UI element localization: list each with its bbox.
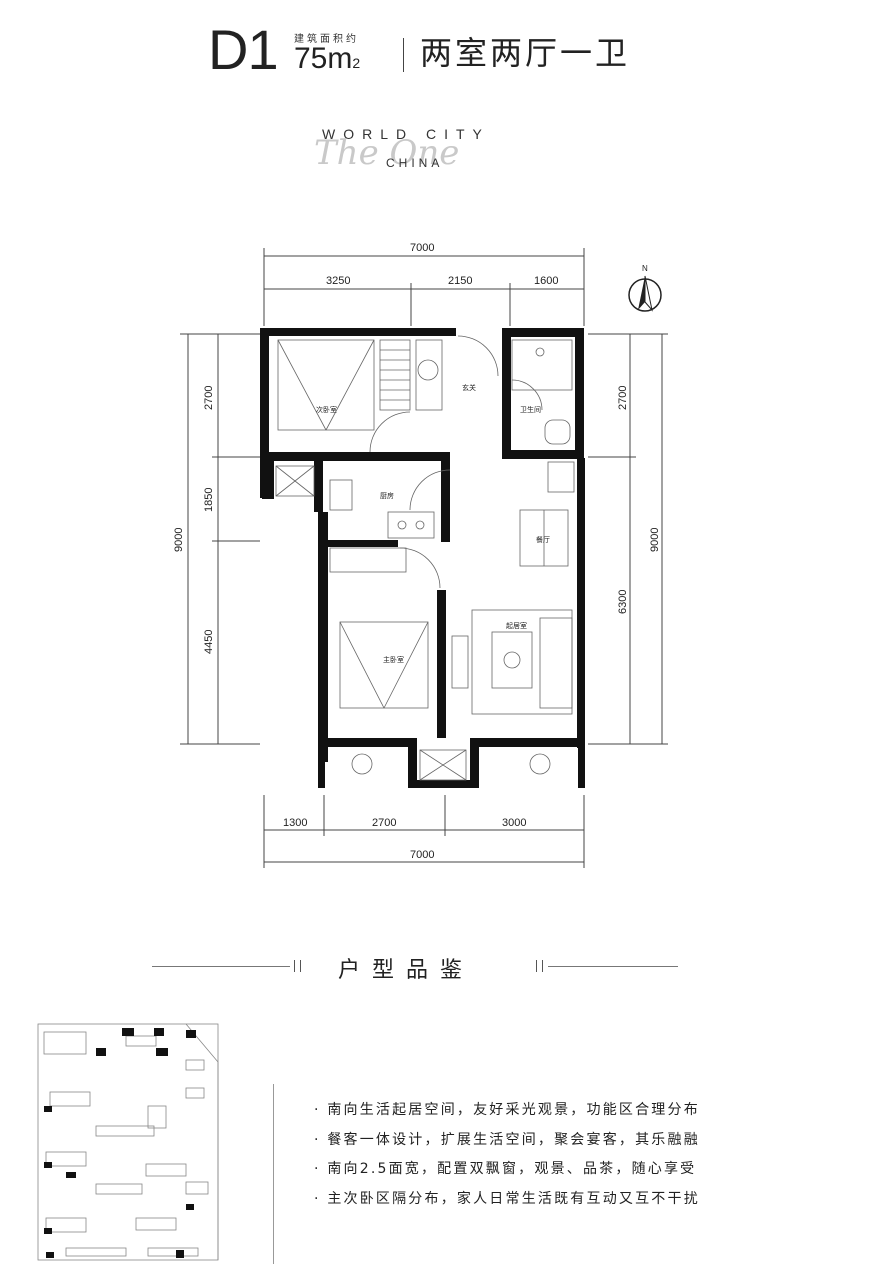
- room-dining: 餐厅: [536, 535, 550, 544]
- dim-left-seg-2: 1850: [203, 488, 215, 512]
- layout-name: 两室两厅一卫: [420, 34, 631, 72]
- room-kitchen: 厨房: [380, 491, 394, 500]
- floor-plan: 7000 3250 2150 1600 1300 2700 3000 7000 …: [173, 242, 668, 868]
- furniture: [275, 335, 575, 781]
- section-tick-left: [294, 960, 295, 972]
- section-tick-right: [536, 960, 537, 972]
- brand-script-logo: The One: [314, 133, 459, 172]
- north-arrow-icon: N: [628, 264, 662, 312]
- feature-item: 主次卧区隔分布，家人日常生活既有互动又互不干扰: [314, 1185, 700, 1215]
- feature-item: 南向生活起居空间，友好采光观景，功能区合理分布: [314, 1096, 700, 1126]
- right-dimensions: [588, 333, 668, 745]
- dim-top-seg-1: 3250: [326, 275, 350, 287]
- walls: [260, 328, 585, 788]
- dim-right-seg-2: 6300: [617, 590, 629, 614]
- section-title: 户型品鉴: [338, 958, 475, 983]
- dim-right-seg-1: 2700: [617, 386, 629, 410]
- section-rule-left: [152, 966, 290, 967]
- bottom-dimensions: [263, 795, 585, 868]
- room-living: 起居室: [506, 621, 527, 630]
- features-rule: [273, 1084, 274, 1264]
- room-entrance: 玄关: [462, 383, 476, 392]
- dim-left-seg-3: 4450: [203, 630, 215, 654]
- area-unit-superscript: 2: [352, 55, 361, 71]
- area-number: 75m: [294, 42, 353, 75]
- area-value: 75m2: [294, 42, 360, 76]
- dim-bottom-seg-2: 2700: [372, 817, 396, 829]
- dim-right-total: 9000: [649, 528, 661, 552]
- room-secondary-bedroom: 次卧室: [316, 405, 337, 414]
- room-master-bedroom: 主卧室: [383, 655, 404, 664]
- room-bathroom: 卫生间: [520, 405, 541, 414]
- dim-left-seg-1: 2700: [203, 386, 215, 410]
- site-plan-map: [37, 1023, 219, 1261]
- dim-bottom-seg-1: 1300: [283, 817, 307, 829]
- brand-line2: CHINA: [386, 156, 444, 170]
- brand-line1: WORLD CITY: [322, 126, 490, 142]
- section-rule-right: [548, 966, 678, 967]
- left-dimensions: [180, 333, 260, 745]
- dim-left-total: 9000: [173, 528, 185, 552]
- section-tick-left-2: [300, 960, 301, 972]
- north-label: N: [642, 264, 648, 273]
- title-divider: [403, 38, 404, 72]
- dim-top-total: 7000: [410, 242, 434, 254]
- brand-script-text: The One: [314, 133, 459, 172]
- dim-top-seg-3: 1600: [534, 275, 558, 287]
- dim-bottom-total: 7000: [410, 849, 434, 861]
- area-label: 建筑面积约: [294, 34, 359, 45]
- unit-code: D1: [208, 18, 279, 81]
- feature-list: 南向生活起居空间，友好采光观景，功能区合理分布 餐客一体设计，扩展生活空间，聚会…: [314, 1096, 700, 1214]
- feature-item: 南向2.5面宽，配置双飘窗，观景、品茶，随心享受: [314, 1155, 700, 1185]
- dim-bottom-seg-3: 3000: [502, 817, 526, 829]
- section-tick-right-2: [542, 960, 543, 972]
- feature-item: 餐客一体设计，扩展生活空间，聚会宴客，其乐融融: [314, 1126, 700, 1156]
- top-dimensions: [263, 248, 585, 326]
- dim-top-seg-2: 2150: [448, 275, 472, 287]
